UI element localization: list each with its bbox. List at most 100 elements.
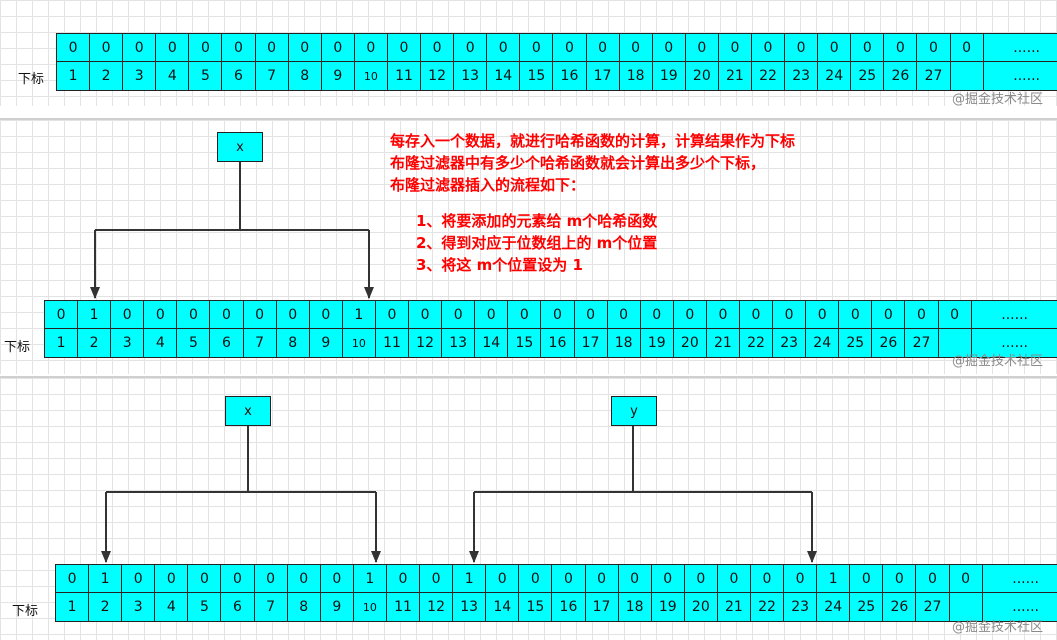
bit-cell: 0	[122, 565, 156, 593]
index-cell	[939, 329, 972, 357]
bit-cell: 0	[651, 565, 685, 593]
watermark: @掘金技术社区	[952, 354, 1044, 369]
bit-cell: 0	[949, 565, 983, 593]
bit-cell: 0	[818, 34, 852, 62]
bit-cell: 0	[739, 301, 774, 329]
index-cell: 25	[851, 62, 885, 90]
bit-cell: 0	[618, 565, 652, 593]
index-row-label: 下标	[4, 340, 31, 355]
index-cell: 12	[421, 62, 455, 90]
index-row-label: 下标	[12, 604, 39, 619]
element-x-box: x	[225, 396, 271, 426]
bit-cell: 0	[553, 34, 587, 62]
index-cell: 27	[916, 593, 950, 621]
index-cell: 23	[773, 329, 807, 357]
bit-cell: 0	[320, 565, 354, 593]
bit-cell: 0	[222, 34, 256, 62]
bit-cell: 0	[905, 301, 939, 329]
bit-cell: 0	[354, 34, 388, 62]
bit-cell: 0	[684, 565, 718, 593]
index-cell	[950, 593, 983, 621]
index-cell: 21	[707, 329, 740, 357]
bit-cell: 0	[243, 301, 277, 329]
bit-cell: 0	[420, 565, 454, 593]
index-cell: 9	[322, 62, 355, 90]
index-cell: 16	[553, 62, 587, 90]
note-line: 布隆过滤器中有多少个哈希函数就会计算出多少个下标，	[390, 154, 766, 172]
index-cell: 27	[905, 329, 939, 357]
bit-cell: 0	[409, 301, 443, 329]
index-cell: 22	[752, 62, 786, 90]
bit-cell: 0	[652, 34, 686, 62]
index-cell: 23	[784, 593, 818, 621]
index-cell: 24	[817, 593, 851, 621]
index-cell: 12	[420, 593, 454, 621]
index-cell: 14	[486, 593, 520, 621]
index-cell: 18	[619, 593, 652, 621]
index-cell: 11	[387, 593, 421, 621]
index-cell: 6	[222, 62, 256, 90]
index-cell: 8	[288, 593, 321, 621]
bit-cell: 0	[717, 565, 751, 593]
bit-cell: 0	[254, 565, 288, 593]
index-cell: 7	[255, 593, 288, 621]
bit-cell: 0	[850, 565, 884, 593]
bit-cell: 0	[123, 34, 157, 62]
index-cell: 22	[740, 329, 774, 357]
index-cell: 2	[89, 593, 123, 621]
bit-cell: 0	[520, 34, 554, 62]
bit-cell: 0	[188, 565, 222, 593]
panel-insert-x: x 每存入一个数据，就进行哈希函数的计算，计算结果作为下标 布隆过滤器中有多少个…	[0, 118, 1057, 374]
bit-cell: 0	[156, 34, 190, 62]
index-cell: 13	[454, 62, 488, 90]
index-cell: 8	[277, 329, 310, 357]
index-cell: 23	[785, 62, 819, 90]
index-cell: 20	[685, 593, 718, 621]
bit-cell: 0	[421, 34, 455, 62]
note-step: 1、将要添加的元素给 m个哈希函数	[416, 212, 658, 230]
index-cell: 5	[177, 329, 211, 357]
bit-cell: 0	[884, 34, 918, 62]
index-cell: 2	[78, 329, 112, 357]
bit-cell: 0	[585, 565, 619, 593]
bit-cell: 0	[386, 565, 421, 593]
index-cell: 20	[686, 62, 719, 90]
index-cell: 18	[608, 329, 641, 357]
watermark: @掘金技术社区	[952, 620, 1044, 635]
index-cell: 3	[111, 329, 145, 357]
index-cell: 25	[839, 329, 873, 357]
bit-cell: 0	[375, 301, 410, 329]
bit-cell: 0	[785, 34, 819, 62]
bit-cell: 0	[309, 301, 343, 329]
index-cell: 20	[674, 329, 707, 357]
index-cell: 15	[519, 593, 553, 621]
index-cell: 19	[652, 593, 685, 621]
index-cell: 1	[56, 593, 90, 621]
index-cell: ......	[1012, 599, 1039, 615]
bit-cell: 1	[453, 565, 487, 593]
index-cell: 9	[310, 329, 343, 357]
bit-cell: 0	[950, 34, 984, 62]
bit-cell: 0	[673, 301, 707, 329]
bit-cell: 0	[155, 565, 189, 593]
note-step: 2、得到对应于位数组上的 m个位置	[416, 234, 658, 252]
index-cell: 5	[188, 593, 222, 621]
index-cell: 4	[156, 62, 190, 90]
bit-cell: 1	[78, 301, 112, 329]
note-line: 布隆过滤器插入的流程如下：	[390, 176, 586, 194]
index-cell: 22	[751, 593, 785, 621]
index-cell: 25	[850, 593, 884, 621]
index-cell: 6	[221, 593, 255, 621]
index-cell: 11	[388, 62, 422, 90]
index-cell: 24	[818, 62, 852, 90]
bit-cell: 0	[751, 34, 786, 62]
hash-arrows	[90, 162, 374, 299]
bit-cell: 0	[508, 301, 542, 329]
bit-cell: 0	[111, 301, 145, 329]
bit-cell: 0	[189, 34, 223, 62]
bit-cell: 0	[57, 34, 91, 62]
index-cell: 19	[641, 329, 674, 357]
